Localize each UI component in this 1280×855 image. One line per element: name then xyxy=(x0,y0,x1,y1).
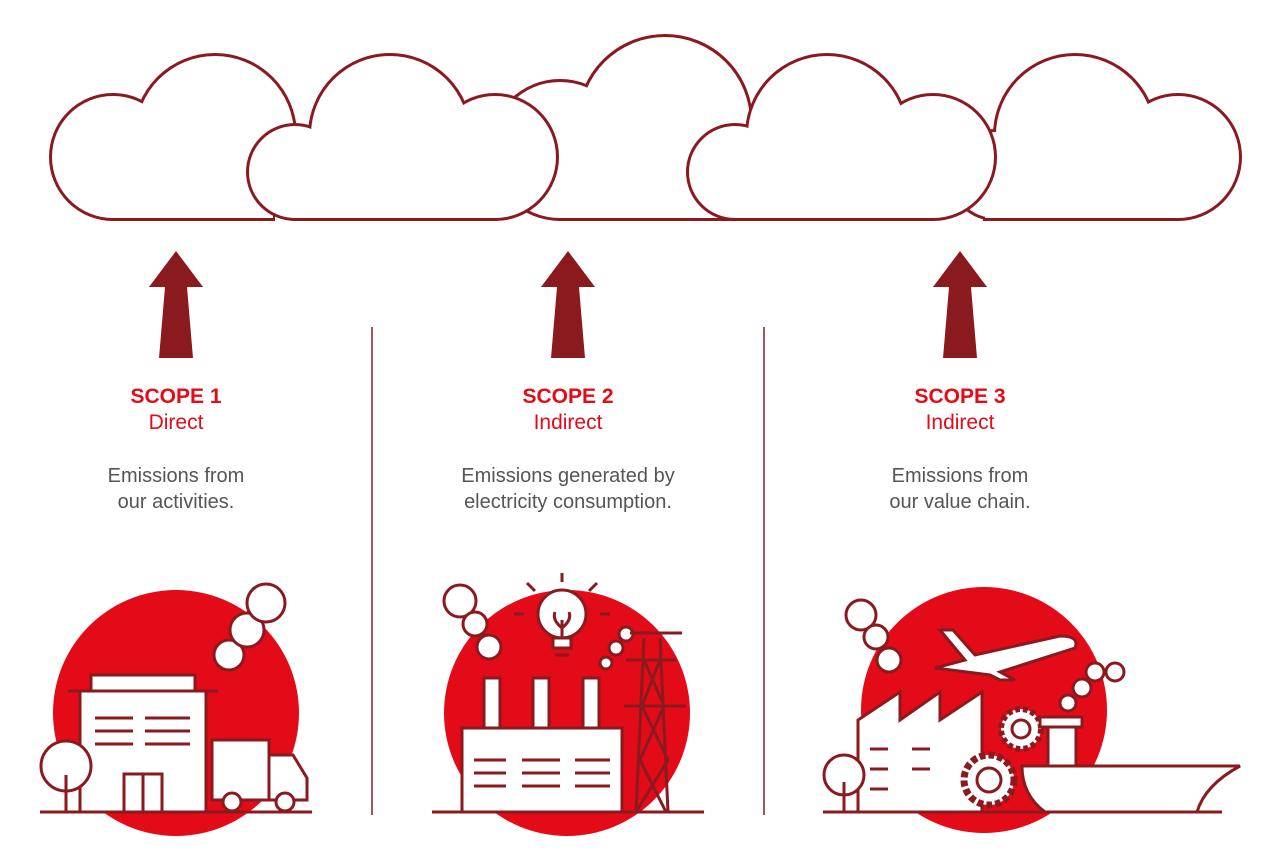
scope-2-panel: SCOPE 2 Indirect Emissions generated by e… xyxy=(418,384,718,515)
desc-line: electricity consumption. xyxy=(464,491,672,513)
factory-plane-ship-icon xyxy=(822,587,1241,833)
scope-kind: Indirect xyxy=(533,411,603,434)
cloud xyxy=(49,34,1242,221)
arrow-up-icon xyxy=(933,251,987,358)
arrow-up-icon xyxy=(149,251,203,358)
cloud xyxy=(246,53,997,221)
scope-title: SCOPE 1 xyxy=(130,385,222,408)
scope-title: SCOPE 2 xyxy=(522,385,614,408)
scope-description: Emissions from our value chain. xyxy=(810,463,1110,515)
desc-line: our activities. xyxy=(117,491,235,513)
office-building-truck-icon xyxy=(39,582,312,836)
scope-title: SCOPE 3 xyxy=(914,385,1006,408)
desc-line: Emissions from xyxy=(107,465,245,487)
arrow-up-icon xyxy=(541,251,595,358)
desc-line: Emissions generated by xyxy=(461,465,675,487)
scope-1-panel: SCOPE 1 Direct Emissions from our activit… xyxy=(26,384,326,515)
scope-3-panel: SCOPE 3 Indirect Emissions from our value… xyxy=(810,384,1110,515)
desc-line: our value chain. xyxy=(889,491,1031,513)
power-plant-pylon-icon xyxy=(432,573,704,836)
scope-kind: Direct xyxy=(148,411,204,434)
desc-line: Emissions from xyxy=(891,465,1029,487)
scope-kind: Indirect xyxy=(925,411,995,434)
scope-description: Emissions from our activities. xyxy=(26,463,326,515)
scope-description: Emissions generated by electricity consum… xyxy=(418,463,718,515)
